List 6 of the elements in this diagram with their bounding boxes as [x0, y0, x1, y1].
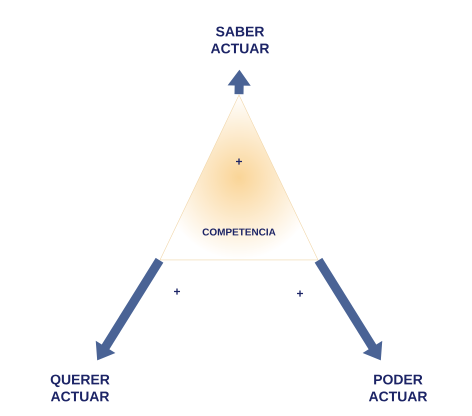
plus-sign: + [236, 158, 242, 165]
plus-sign: + [174, 288, 180, 295]
text-label: SABER ACTUAR [210, 26, 270, 54]
text-label: QUERER ACTUAR [50, 374, 110, 402]
text-label: PODER ACTUAR [368, 374, 428, 402]
plus-sign: + [297, 290, 304, 297]
